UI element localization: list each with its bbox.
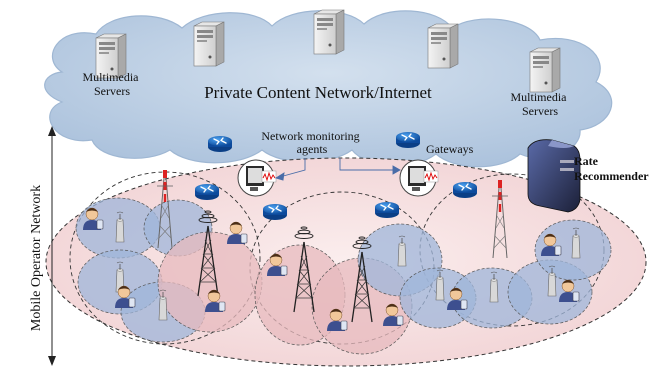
router-icon xyxy=(207,135,233,153)
gateways-label: Gateways xyxy=(426,142,474,156)
router-icon xyxy=(194,183,220,201)
region-boundary xyxy=(69,171,261,345)
servers-label-left: Multimedia Servers xyxy=(83,70,142,98)
rate-recommender-icon xyxy=(527,139,581,213)
monitoring-agents-label: Network monitoring agents xyxy=(261,129,362,156)
rate-recommender-label: Rate Recommender xyxy=(574,154,649,183)
multimedia-server-icon xyxy=(529,47,561,93)
operator-network-arrow xyxy=(48,126,56,366)
router-icon xyxy=(262,203,288,221)
router-icon xyxy=(452,181,478,199)
monitoring-arrows xyxy=(274,158,401,181)
multimedia-server-icon xyxy=(193,21,225,67)
gateway-router-icon xyxy=(395,131,421,149)
router-icon xyxy=(374,201,400,219)
multimedia-server-icon xyxy=(313,9,345,55)
cloud-title: Private Content Network/Internet xyxy=(204,83,432,102)
internet-cloud xyxy=(44,10,613,168)
servers-label-right: Multimedia Servers xyxy=(511,90,570,118)
multimedia-server-icon xyxy=(427,23,459,69)
operator-network-label: Mobile Operator Network xyxy=(29,185,44,331)
